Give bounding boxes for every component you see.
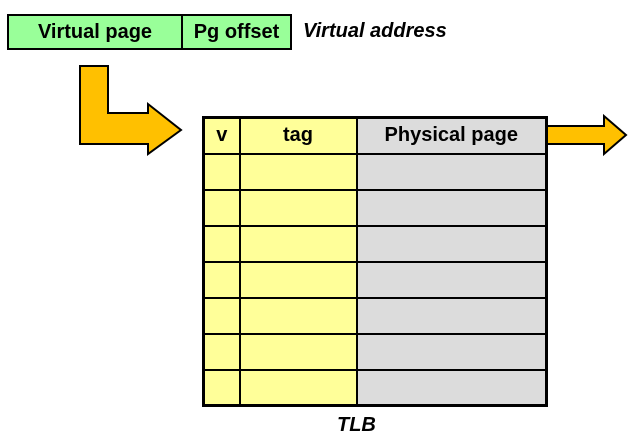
valid-cell [202,224,241,263]
tlb-entry-row [202,332,548,371]
tlb-header-row: v tag Physical page [202,116,548,155]
physical-page-column-header: Physical page [355,116,548,155]
physical-page-cell [355,260,548,299]
valid-cell [202,332,241,371]
valid-cell [202,188,241,227]
tlb-entry-row [202,260,548,299]
physical-page-cell [355,368,548,407]
tag-cell [238,332,358,371]
valid-cell [202,260,241,299]
tag-cell [238,296,358,335]
valid-cell [202,296,241,335]
page-offset-label: Pg offset [193,20,280,43]
physical-page-cell [355,188,548,227]
tlb-entries [202,152,548,407]
virtual-page-field: Virtual page [7,14,183,50]
tag-cell [238,152,358,191]
physical-page-cell [355,152,548,191]
virtual-address-caption: Virtual address [303,20,447,42]
tlb-entry-row [202,224,548,263]
physical-page-cell [355,332,548,371]
valid-cell [202,152,241,191]
physical-page-cell [355,224,548,263]
virtual-page-label: Virtual page [37,20,153,43]
tlb-table: v tag Physical page [202,116,548,407]
tag-cell [238,224,358,263]
valid-cell [202,368,241,407]
tlb-entry-row [202,368,548,407]
tag-column-header: tag [238,116,358,155]
tag-cell [238,188,358,227]
tag-cell [238,260,358,299]
tag-cell [238,368,358,407]
tlb-caption: TLB [337,414,376,436]
output-arrow-icon [545,113,628,157]
tlb-entry-row [202,188,548,227]
tlb-entry-row [202,152,548,191]
page-offset-field: Pg offset [181,14,292,50]
valid-column-header: v [202,116,241,155]
tlb-entry-row [202,296,548,335]
physical-page-cell [355,296,548,335]
lookup-arrow-icon [79,65,183,156]
